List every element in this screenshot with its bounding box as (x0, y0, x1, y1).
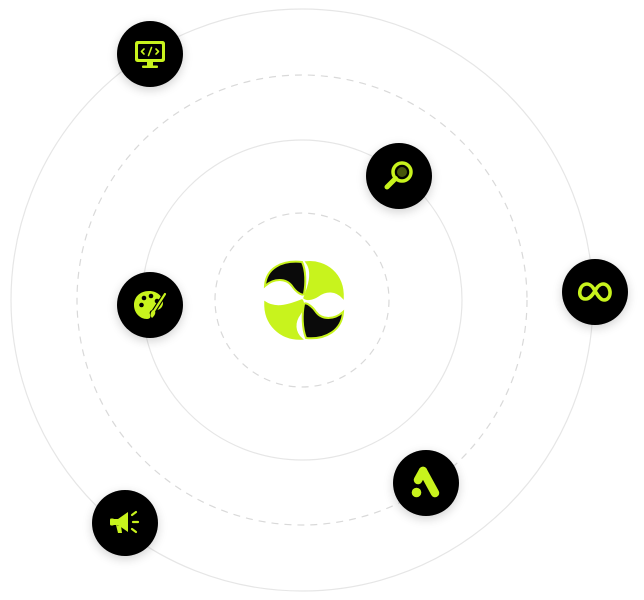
code-monitor-node[interactable] (117, 21, 183, 87)
google-ads-icon (411, 466, 440, 498)
design-node[interactable] (117, 272, 183, 338)
search-node[interactable] (366, 143, 432, 209)
orbit-ring-dashed-inner (214, 212, 390, 388)
megaphone-icon (110, 510, 140, 534)
palette-brush-icon (134, 291, 168, 319)
magnifier-icon (384, 161, 413, 190)
meta-infinity-icon (577, 282, 612, 302)
meta-node[interactable] (562, 259, 628, 325)
marketing-node[interactable] (92, 490, 158, 556)
google-ads-node[interactable] (393, 450, 459, 516)
code-monitor-icon (135, 41, 165, 68)
brand-logo-icon (262, 258, 346, 342)
orbit-ring-dashed-large (76, 74, 528, 526)
